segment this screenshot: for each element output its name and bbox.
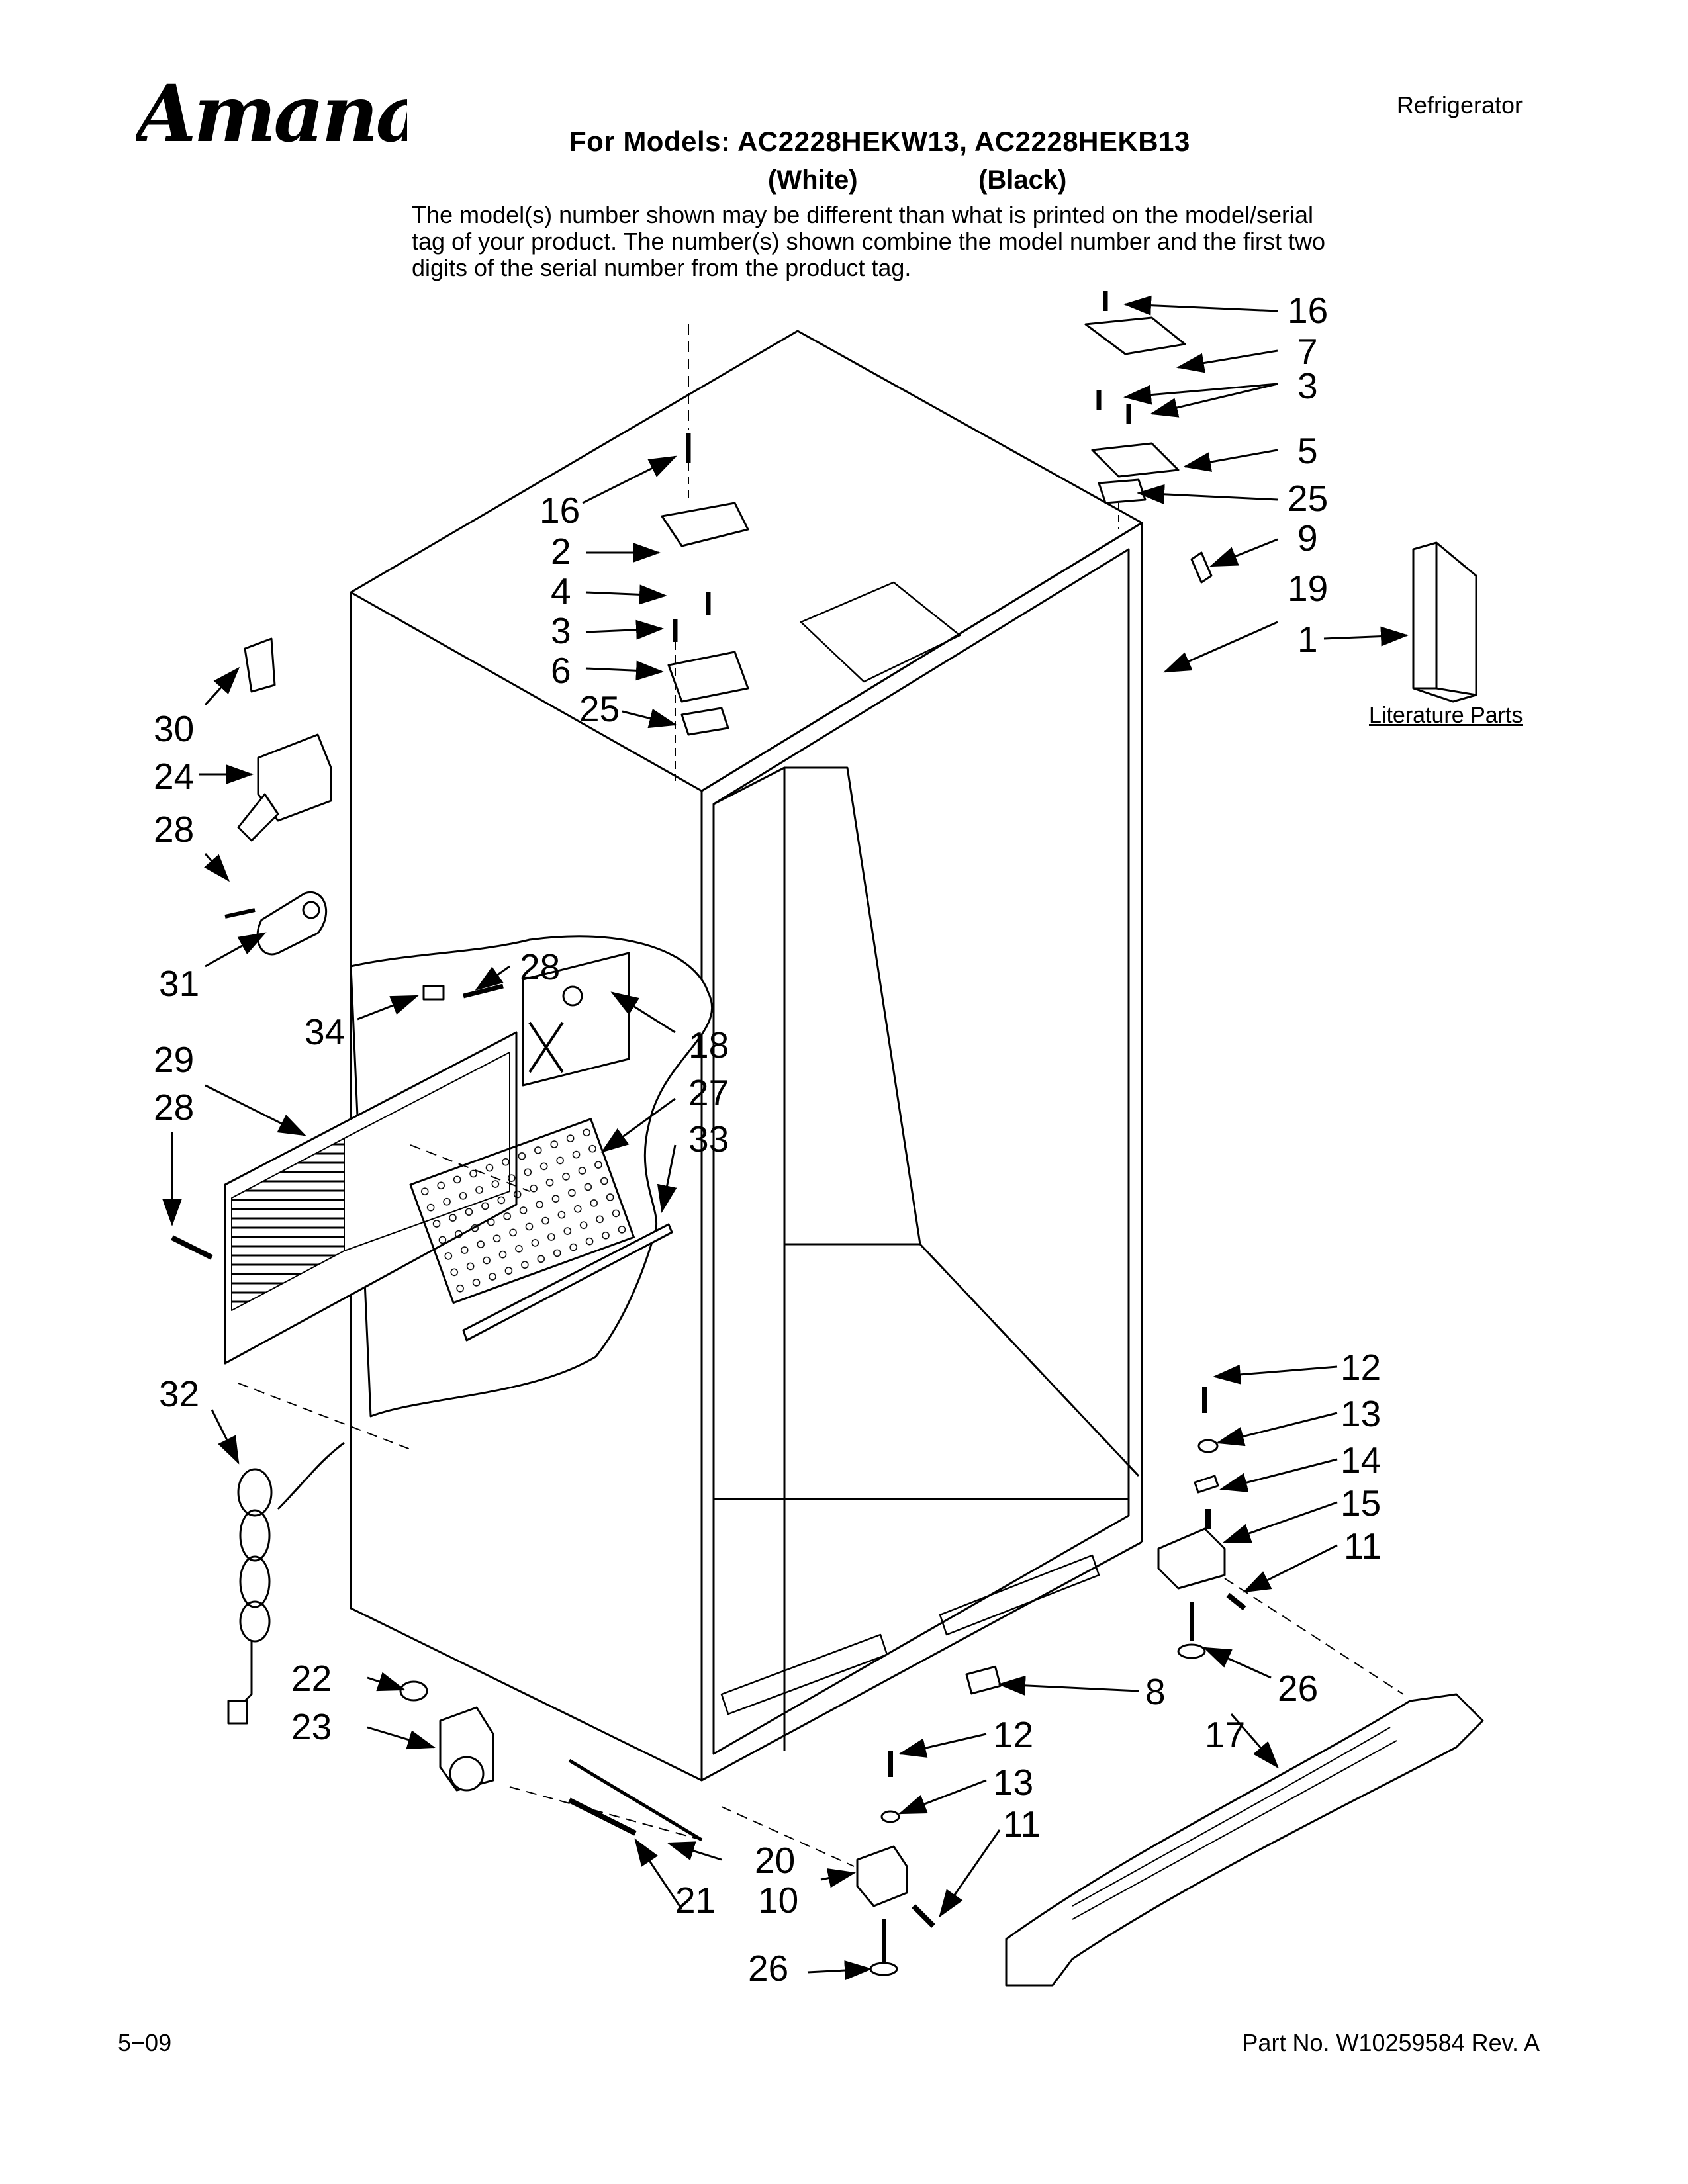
- callout-25-left: 25: [579, 688, 620, 729]
- callout-2: 2: [551, 531, 571, 572]
- callout-17: 17: [1205, 1714, 1245, 1755]
- document-category: Refrigerator: [1396, 91, 1523, 118]
- callout-12-right: 12: [1340, 1347, 1381, 1388]
- callout-11-right: 11: [1344, 1525, 1382, 1567]
- water-valve-part-24: [237, 733, 332, 842]
- bottom-hinge-right-assembly: [1157, 1387, 1246, 1659]
- callout-25-right: 25: [1288, 478, 1328, 519]
- footer-part-number: Part No. W10259584 Rev. A: [1242, 2029, 1540, 2056]
- callout-23: 23: [291, 1706, 332, 1747]
- top-hinge-right-assembly: [1084, 291, 1213, 584]
- literature-booklet-part-1: [1412, 541, 1477, 703]
- callout-1: 1: [1297, 619, 1318, 660]
- amana-logo: Amana: [136, 69, 407, 156]
- callout-10: 10: [758, 1880, 798, 1921]
- callout-14: 14: [1340, 1439, 1381, 1480]
- callout-19: 19: [1288, 568, 1328, 609]
- callout-16-left: 16: [539, 490, 580, 531]
- callout-29: 29: [154, 1039, 194, 1080]
- screw-part-21: [568, 1797, 637, 1836]
- callout-13-right: 13: [1340, 1393, 1381, 1434]
- callout-24: 24: [154, 756, 194, 797]
- callout-28-valve: 28: [154, 809, 194, 850]
- valve-clip-part-30: [244, 637, 276, 693]
- literature-parts-label: Literature Parts: [1369, 703, 1523, 728]
- models-heading: For Models: AC2228HEKW13, AC2228HEKB13: [569, 126, 1190, 157]
- callout-28-box: 28: [520, 946, 560, 987]
- callout-31: 31: [159, 963, 199, 1004]
- color-black-label: (Black): [978, 165, 1067, 195]
- power-cord-part-32: [227, 1441, 345, 1725]
- callout-27: 27: [688, 1072, 729, 1113]
- roller-part-23: [439, 1706, 494, 1792]
- logo-wordmark: Amana: [136, 69, 407, 156]
- model-number-disclaimer: The model(s) number shown may be differe…: [412, 201, 1326, 281]
- color-white-label: (White): [768, 165, 858, 195]
- callout-3-left: 3: [551, 610, 571, 651]
- base-grille-part-17: [1005, 1693, 1484, 1987]
- callout-8: 8: [1145, 1671, 1166, 1712]
- grommet-part-8: [965, 1665, 1002, 1695]
- callout-32: 32: [159, 1373, 199, 1414]
- callout-30: 30: [154, 708, 194, 749]
- callout-33: 33: [688, 1118, 729, 1160]
- insulation-part-27: [409, 1118, 635, 1304]
- callout-28-grille: 28: [154, 1087, 194, 1128]
- bottom-hinge-center-assembly: [856, 1751, 935, 1976]
- callout-18: 18: [688, 1024, 729, 1066]
- callout-13-center: 13: [993, 1762, 1033, 1803]
- callout-5: 5: [1297, 430, 1318, 471]
- callout-21: 21: [675, 1880, 716, 1921]
- callout-11-center: 11: [1003, 1803, 1041, 1844]
- callout-26-center: 26: [748, 1948, 788, 1989]
- callout-20: 20: [755, 1840, 795, 1881]
- callout-22: 22: [291, 1658, 332, 1699]
- callout-15: 15: [1340, 1482, 1381, 1524]
- callout-4: 4: [551, 570, 571, 612]
- callout-6: 6: [551, 650, 571, 691]
- footer-date: 5−09: [118, 2029, 172, 2056]
- callout-7: 7: [1297, 331, 1318, 372]
- callout-12-center: 12: [993, 1714, 1033, 1755]
- callout-3-right: 3: [1297, 365, 1318, 406]
- callout-34: 34: [305, 1011, 345, 1052]
- axle-part-20: [568, 1758, 703, 1842]
- strip-part-33: [462, 1223, 673, 1342]
- refrigerator-cabinet: [350, 330, 1143, 1782]
- callout-16-right: 16: [1288, 290, 1328, 331]
- top-hinge-left-assembly: [661, 433, 749, 781]
- cap-part-22: [399, 1680, 428, 1702]
- clamp-part-31: [256, 891, 328, 956]
- callout-9: 9: [1297, 518, 1318, 559]
- callout-26-right: 26: [1278, 1668, 1318, 1709]
